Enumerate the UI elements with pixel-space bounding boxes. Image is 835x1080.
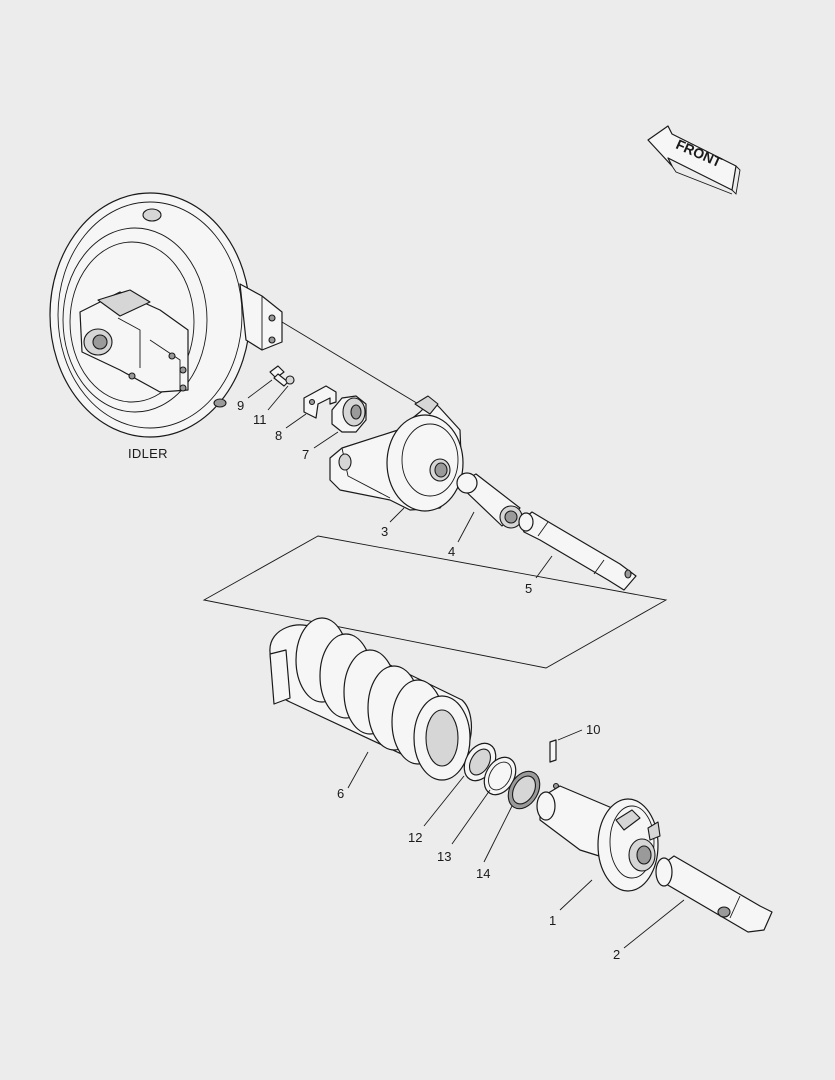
front-direction-arrow: FRONT: [647, 125, 741, 195]
part-label-6: 6: [337, 786, 344, 801]
part-label-10: 10: [586, 722, 600, 737]
bolt-part-9: [269, 365, 289, 387]
idler-wheel: [49, 192, 283, 438]
cylinder-part-1: [536, 785, 661, 892]
part-label-1: 1: [549, 913, 556, 928]
part-label-2: 2: [613, 947, 620, 962]
idler-label: IDLER: [128, 446, 168, 461]
part-label-12: 12: [408, 830, 422, 845]
part-label-5: 5: [525, 581, 532, 596]
part-label-8: 8: [275, 428, 282, 443]
ring-part-14: [507, 770, 541, 810]
bushing-part-4: [456, 472, 523, 529]
yoke-part-3: [329, 395, 464, 512]
rod-part-2: [655, 855, 773, 933]
part-label-4: 4: [448, 544, 455, 559]
assembly-reference-frame: [202, 535, 668, 669]
part-label-13: 13: [437, 849, 451, 864]
part-label-3: 3: [381, 524, 388, 539]
part-label-11: 11: [253, 412, 267, 427]
pin-part-5: [518, 511, 637, 591]
part-label-14: 14: [476, 866, 490, 881]
spring-pin-part-10: [549, 739, 560, 790]
idler-leader-line: [281, 321, 421, 406]
leader-lines: [247, 379, 685, 949]
nut-part-7: [331, 395, 367, 433]
bracket-part-8: [303, 385, 337, 419]
part-label-9: 9: [237, 398, 244, 413]
washer-part-11: [285, 375, 295, 385]
part-label-7: 7: [302, 447, 309, 462]
spring-part-6: [269, 617, 473, 781]
